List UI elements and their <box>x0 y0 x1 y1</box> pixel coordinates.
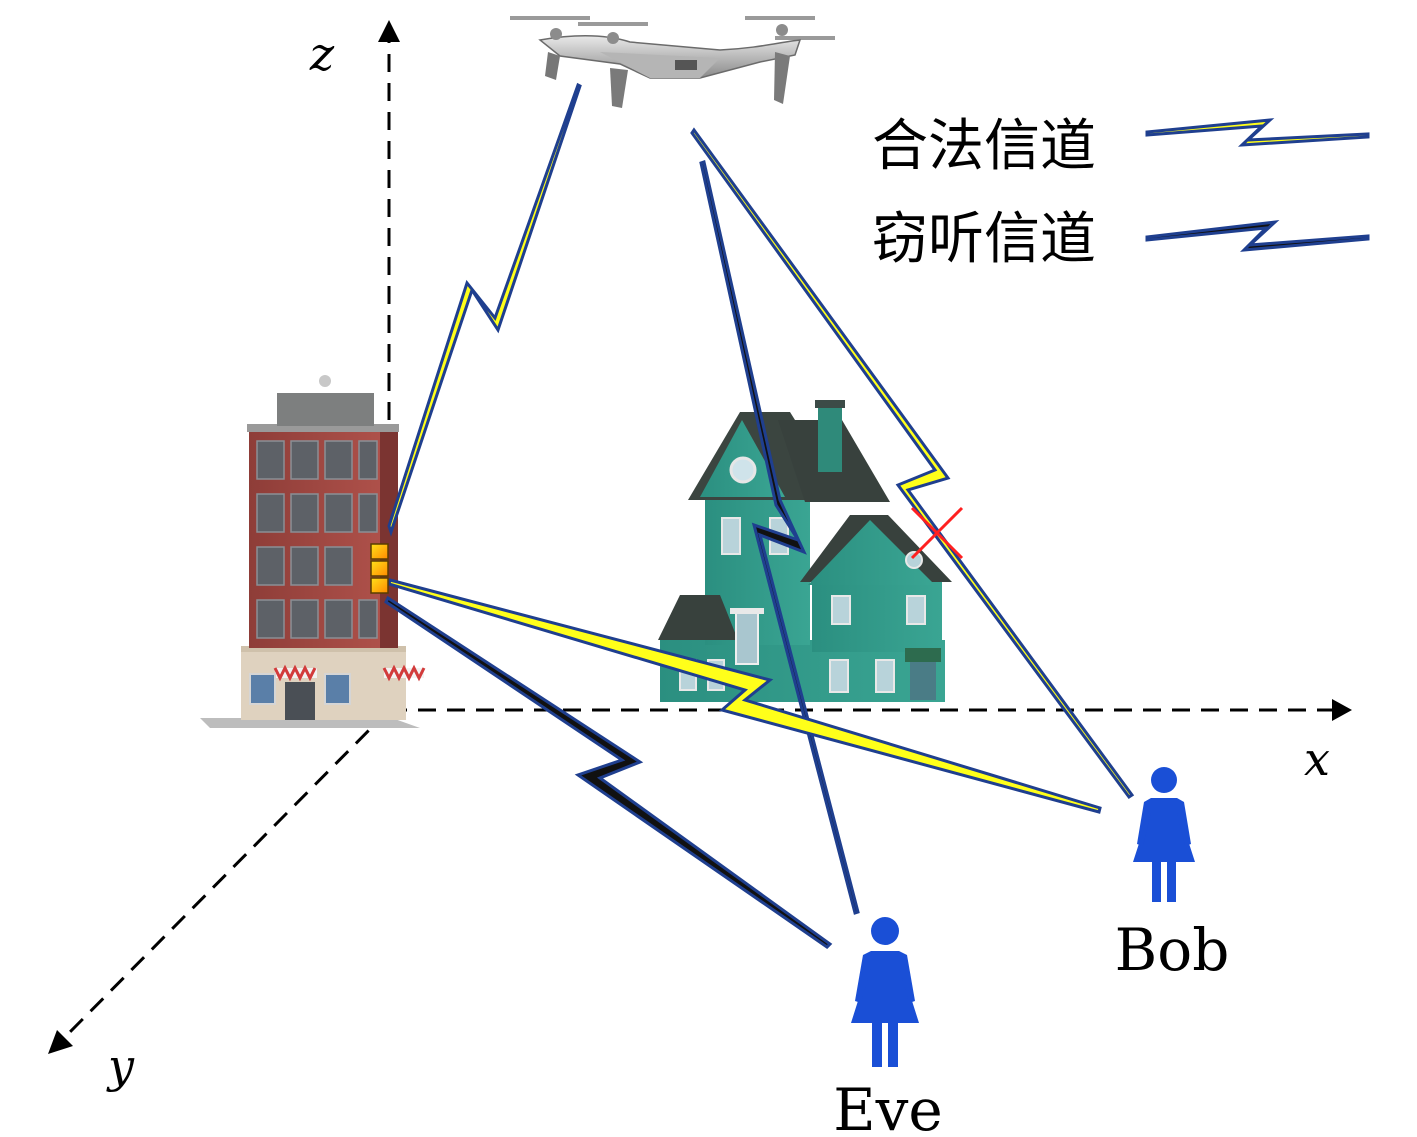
y-axis-arrow-icon <box>48 1030 73 1054</box>
uav-drone-icon <box>510 16 835 108</box>
z-axis-arrow-icon <box>378 20 400 42</box>
bob-person-icon <box>1133 767 1195 902</box>
legend-swatch-eaves <box>1145 219 1370 252</box>
drone-to-irs-legit-channel <box>387 82 582 537</box>
irs-to-eve-eaves-channel <box>384 595 833 949</box>
legend-label-legit: 合法信道 <box>872 114 1096 179</box>
x-axis-label: x <box>1304 732 1330 786</box>
building-icon <box>200 375 426 728</box>
drone-to-bob-legit-channel <box>690 127 1135 800</box>
drone-to-eve-eaves-channel <box>699 160 860 915</box>
x-axis-arrow-icon <box>1332 699 1352 721</box>
coordinate-axes: z x y <box>48 20 1352 1093</box>
irs-panel-icon <box>370 543 389 594</box>
legend-label-eaves: 窃听信道 <box>872 207 1096 272</box>
irs-to-bob-legit-channel <box>387 578 1102 814</box>
legend: 合法信道 窃听信道 <box>872 114 1370 272</box>
eve-label: Eve <box>833 1076 942 1137</box>
bob-label: Bob <box>1115 916 1230 984</box>
legend-swatch-legit <box>1145 118 1370 147</box>
block-cross-icon <box>910 506 964 560</box>
eve-person-icon <box>851 917 919 1067</box>
z-axis-label: z <box>309 27 335 81</box>
y-axis-line <box>62 708 391 1040</box>
y-axis-label: y <box>106 1039 135 1093</box>
channel-links <box>384 82 1135 949</box>
